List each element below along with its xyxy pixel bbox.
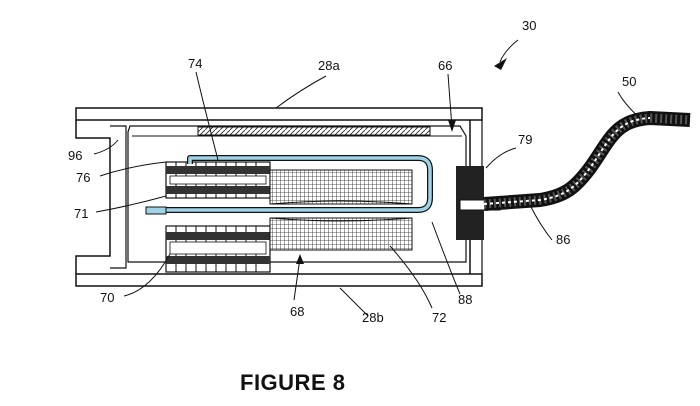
flex-circuit xyxy=(145,155,433,215)
housing-bottom-plate xyxy=(75,273,483,287)
ref-66: 66 xyxy=(438,58,452,73)
leader-lines xyxy=(93,39,641,317)
ref-86: 86 xyxy=(556,232,570,247)
reference-labels: 30 28a 74 66 50 79 96 76 71 86 70 88 68 … xyxy=(68,18,636,325)
ref-30: 30 xyxy=(522,18,536,33)
left-end-cap xyxy=(75,120,127,274)
ref-72: 72 xyxy=(432,310,446,325)
ref-88: 88 xyxy=(458,292,472,307)
mesh-core xyxy=(269,169,413,251)
ref-96: 96 xyxy=(68,148,82,163)
figure-caption: FIGURE 8 xyxy=(240,370,345,395)
ref-28a: 28a xyxy=(318,58,340,73)
cable xyxy=(483,110,691,211)
ref-50: 50 xyxy=(622,74,636,89)
ref-76: 76 xyxy=(76,170,90,185)
ref-71: 71 xyxy=(74,206,88,221)
inner-cover xyxy=(127,125,467,263)
cable-connector xyxy=(456,166,501,240)
ref-79: 79 xyxy=(518,132,532,147)
ref-74: 74 xyxy=(188,56,202,71)
ref-28b: 28b xyxy=(362,310,384,325)
ref-70: 70 xyxy=(100,290,114,305)
ref-68: 68 xyxy=(290,304,304,319)
housing-top-plate xyxy=(75,107,483,121)
magnet-stack xyxy=(165,161,271,273)
